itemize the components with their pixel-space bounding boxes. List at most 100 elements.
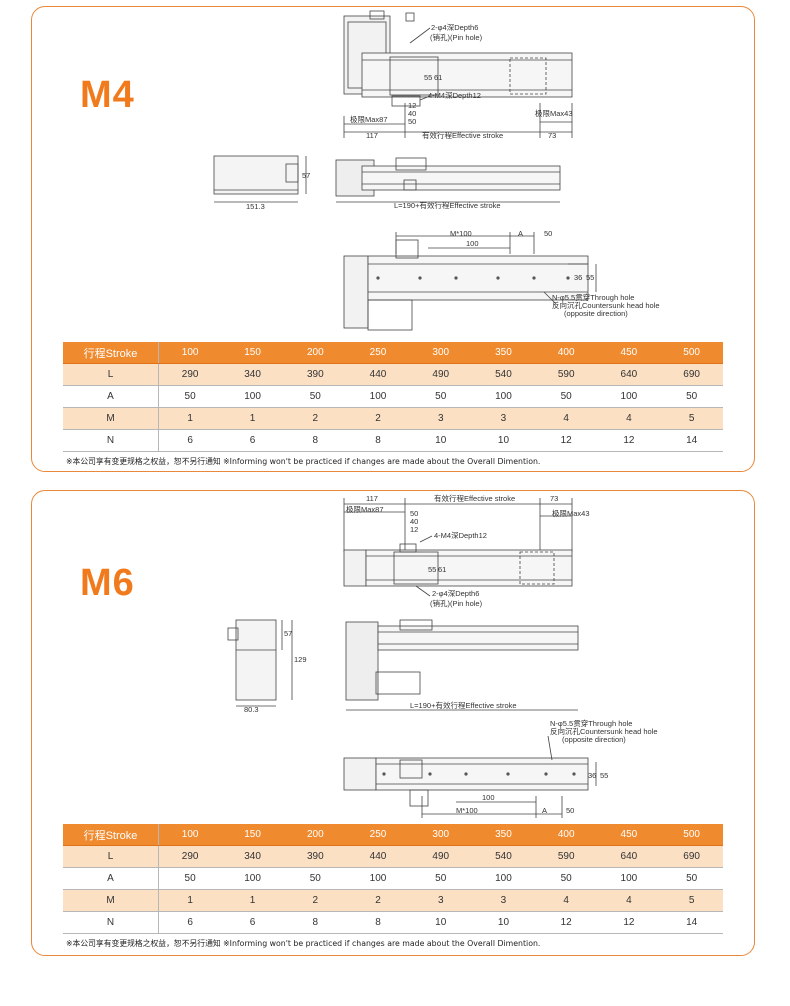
table-cell: 390 — [283, 845, 347, 868]
m6-footnote: ※本公司享有变更规格之权益，恕不另行通知 ※Informing won't be… — [66, 939, 541, 948]
m6-height129: 129 — [294, 655, 307, 664]
m4-d117: 117 — [366, 131, 378, 140]
m4-length: L=190+有效行程Effective stroke — [394, 200, 501, 210]
m4-d50b: 50 — [544, 229, 552, 238]
m6-d117: 117 — [366, 494, 378, 503]
m4-d55b: 55 — [586, 273, 594, 282]
m4-pin-hole-label: 2-φ4深Depth6 — [431, 23, 478, 32]
table-cell: 14 — [660, 911, 723, 934]
table-cell: 340 — [221, 845, 284, 868]
m6-width: 80.3 — [244, 705, 259, 714]
table-cell: 3 — [409, 889, 473, 912]
table-cell: 50 — [283, 385, 347, 408]
table-cell: 3 — [409, 407, 473, 430]
table-cell: 50 — [158, 867, 222, 890]
table-cell: 100 — [221, 385, 284, 408]
table-row-l: L 290 340 390 440 490 540 590 640 690 — [63, 845, 723, 868]
table-cell: 50 — [534, 385, 598, 408]
m4-side-view-drawing: 151.3 57 L=190+有效行程Effective stroke — [213, 155, 561, 211]
table-cell: 1 — [158, 889, 222, 912]
row-label: A — [63, 385, 159, 408]
m6-d40: 40 — [410, 517, 418, 526]
stroke-value: 500 — [660, 342, 723, 364]
stroke-header-label: 行程Stroke — [63, 824, 159, 846]
table-cell: 6 — [158, 911, 222, 934]
table-cell: 100 — [346, 867, 410, 890]
table-row-n: N 6 6 8 8 10 10 12 12 14 — [63, 429, 723, 452]
m6-d55b: 55 — [600, 771, 608, 780]
table-cell: 5 — [660, 889, 723, 912]
table-cell: 12 — [597, 911, 661, 934]
m6-through: N-φ5.5贯穿Through hole — [550, 718, 632, 728]
table-cell: 2 — [283, 407, 347, 430]
table-cell: 540 — [472, 363, 535, 386]
m6-m100: M*100 — [456, 806, 478, 815]
stroke-value: 350 — [472, 342, 535, 364]
m6-effective: 有效行程Effective stroke — [434, 493, 515, 503]
m6-counter: 反向沉孔Countersunk head hole — [550, 726, 658, 736]
table-cell: 100 — [221, 867, 284, 890]
table-cell: 8 — [283, 911, 347, 934]
m6-side-view-drawing: 57 129 80.3 L=190+有效行程Effective stroke — [227, 619, 579, 714]
m6-d55: 55 — [428, 565, 436, 574]
m4-through: N-φ5.5贯穿Through hole — [552, 292, 634, 302]
m6-tap-label: 4-M4深Depth12 — [434, 531, 487, 540]
table-cell: 640 — [597, 845, 661, 868]
table-cell: 440 — [346, 845, 410, 868]
m6-limit-left: 极限Max87 — [346, 504, 384, 514]
table-row-m: M 1 1 2 2 3 3 4 4 5 — [63, 407, 723, 430]
table-cell: 2 — [283, 889, 347, 912]
m6-d100: 100 — [482, 793, 495, 802]
table-cell: 50 — [158, 385, 222, 408]
table-cell: 690 — [660, 363, 723, 386]
table-cell: 50 — [660, 385, 723, 408]
table-cell: 10 — [472, 429, 535, 452]
m4-tap-label: 4-M4深Depth12 — [428, 91, 481, 100]
table-cell: 50 — [283, 867, 347, 890]
table-cell: 100 — [597, 867, 661, 890]
m4-top-view-drawing: 2-φ4深Depth6 (销孔)(Pin hole) 4-M4深Depth12 … — [343, 10, 573, 140]
table-cell: 50 — [660, 867, 723, 890]
stroke-value: 150 — [221, 342, 284, 364]
table-cell: 50 — [534, 867, 598, 890]
table-cell: 8 — [346, 429, 410, 452]
table-cell: 1 — [158, 407, 222, 430]
table-cell: 3 — [472, 407, 535, 430]
row-label: M — [63, 889, 159, 912]
table-row-l: L 290 340 390 440 490 540 590 640 690 — [63, 363, 723, 386]
row-label: L — [63, 845, 159, 868]
m6-pin-hole-label: 2-φ4深Depth6 — [432, 589, 479, 598]
table-cell: 1 — [221, 407, 284, 430]
table-cell: 4 — [597, 889, 661, 912]
stroke-value: 300 — [409, 824, 473, 846]
table-cell: 12 — [534, 429, 598, 452]
table-cell: 6 — [221, 429, 284, 452]
m6-top-view-drawing: 117 有效行程Effective stroke 73 极限Max87 极限Ma… — [343, 493, 590, 608]
table-cell: 340 — [221, 363, 284, 386]
m6-pin-hole-cn-label: (销孔)(Pin hole) — [430, 598, 483, 608]
stroke-value: 450 — [597, 342, 661, 364]
m6-opposite: (opposite direction) — [562, 735, 626, 744]
m4-width: 151.3 — [246, 202, 265, 211]
stroke-value: 400 — [534, 342, 598, 364]
m4-d61: 61 — [434, 73, 442, 82]
table-cell: 290 — [158, 363, 222, 386]
m6-length: L=190+有效行程Effective stroke — [410, 700, 517, 710]
m4-limit-left: 极限Max87 — [350, 114, 388, 124]
stroke-value: 400 — [534, 824, 598, 846]
stroke-value: 250 — [346, 342, 410, 364]
stroke-value: 100 — [158, 824, 222, 846]
table-cell: 10 — [409, 911, 473, 934]
m4-d50: 50 — [408, 117, 416, 126]
stroke-value: 300 — [409, 342, 473, 364]
m4-spec-table: 行程Stroke 100 150 200 250 300 350 400 450… — [63, 342, 723, 452]
m6-d50: 50 — [410, 509, 418, 518]
table-cell: 14 — [660, 429, 723, 452]
stroke-header-row: 行程Stroke 100 150 200 250 300 350 400 450… — [63, 342, 723, 364]
m4-limit-right: 极限Max43 — [535, 108, 573, 118]
m4-pin-hole-cn-label: (销孔)(Pin hole) — [430, 32, 483, 42]
table-row-m: M 1 1 2 2 3 3 4 4 5 — [63, 889, 723, 912]
table-cell: 490 — [409, 845, 473, 868]
row-label: A — [63, 867, 159, 890]
m4-footnote: ※本公司享有变更规格之权益，恕不另行通知 ※Informing won't be… — [66, 457, 541, 466]
